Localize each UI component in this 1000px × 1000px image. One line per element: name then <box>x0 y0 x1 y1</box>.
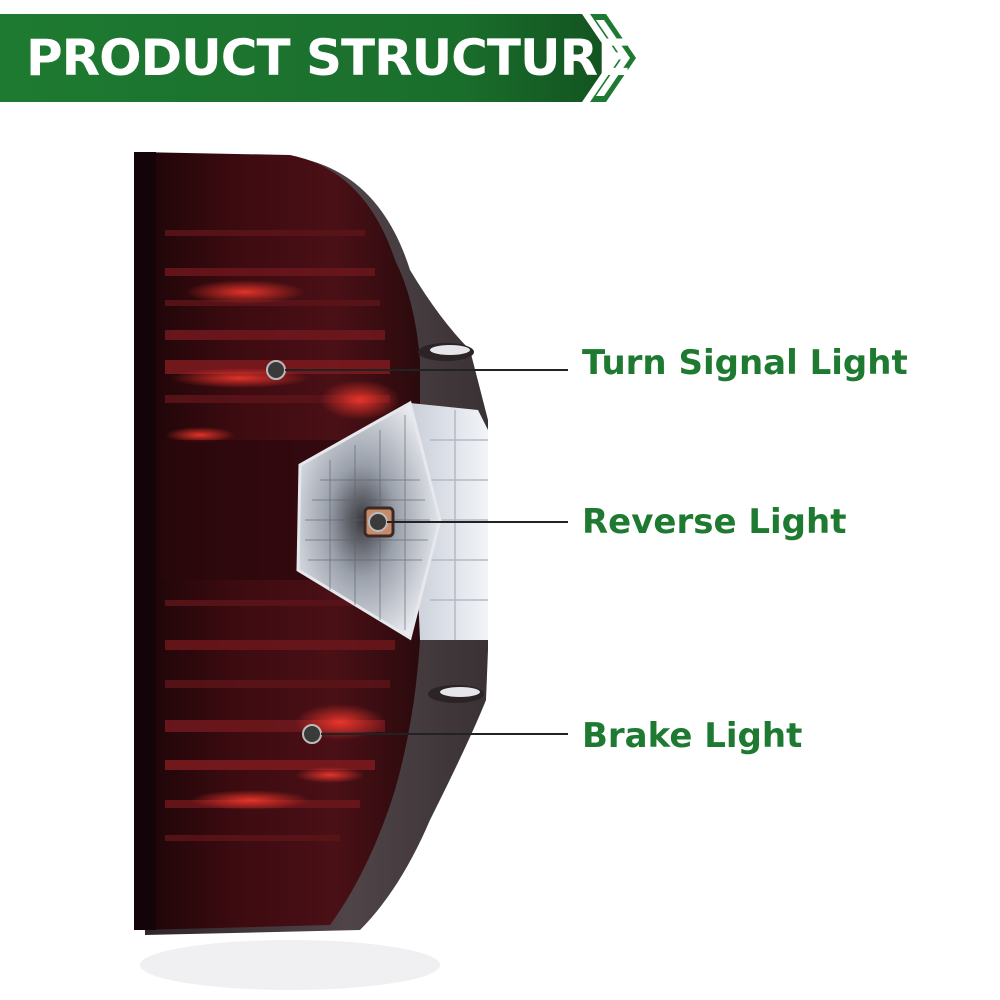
turn-signal-light-label: Turn Signal Light <box>582 343 908 383</box>
page-title: PRODUCT STRUCTURE <box>26 29 631 87</box>
brake-light-label: Brake Light <box>582 716 803 756</box>
callout-turn-signal-leader <box>266 360 568 380</box>
upper-glow-3 <box>320 380 400 420</box>
lower-glow-2 <box>190 790 310 810</box>
mounting-slot-lower <box>428 685 484 703</box>
banner-chevron-inner <box>596 20 630 96</box>
lower-glow-3 <box>295 767 365 783</box>
header-banner: PRODUCT STRUCTURE <box>0 14 640 102</box>
reverse-light-label: Reverse Light <box>582 502 847 542</box>
callout-brake-leader <box>302 724 568 744</box>
upper-glow-4 <box>165 427 235 443</box>
upper-glow-1 <box>185 280 305 304</box>
callout-reverse-leader <box>368 512 568 532</box>
floor-reflection <box>140 940 440 990</box>
lens-left-edge <box>134 152 156 930</box>
banner-band <box>0 14 612 102</box>
mounting-slot-upper <box>418 343 474 361</box>
banner-shape <box>0 14 636 102</box>
